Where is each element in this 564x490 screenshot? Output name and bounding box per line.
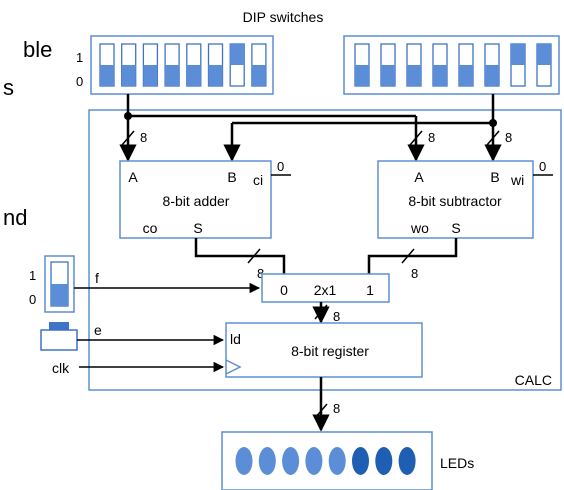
bus-junction-left (124, 112, 132, 120)
dip-left-switches (99, 43, 267, 87)
clipped-text-1: ble (23, 37, 52, 62)
bus-width-label-d: 8 (257, 266, 264, 281)
dip-switch-bank-right (343, 35, 560, 95)
dip-left-switch-5[interactable] (207, 43, 224, 87)
adder-s-label: S (193, 220, 202, 236)
dip-right-switch-lever-2 (407, 65, 421, 86)
dip-left-switch-2[interactable] (142, 43, 159, 87)
subtractor-wo-label: wo (410, 220, 429, 236)
adder-block (119, 160, 272, 239)
dip-switch-bank-left (90, 35, 274, 95)
dip-right-switch-5[interactable] (484, 43, 500, 87)
dip-left-switch-lever-6 (230, 44, 245, 65)
dip-left-switch-1[interactable] (121, 43, 137, 87)
input-buses (119, 94, 502, 162)
dip-left-switch-6[interactable] (229, 43, 245, 87)
adder-ci-label: ci (253, 172, 263, 188)
dip-right-switch-lever-3 (433, 65, 447, 86)
dip-left-switch-7[interactable] (251, 43, 267, 87)
clipped-text-3: nd (3, 205, 27, 230)
dip-right-switch-4[interactable] (458, 43, 474, 87)
dip-left-switch-lever-5 (208, 65, 223, 86)
adder-ci-value: 0 (277, 159, 284, 174)
subtractor-a-label: A (414, 169, 424, 185)
subtractor-block (377, 160, 534, 239)
dip-right-switch-3[interactable] (432, 43, 448, 87)
f-switch-one-label: 1 (29, 268, 36, 283)
adder-title: 8-bit adder (163, 193, 230, 209)
dip-right-switch-lever-1 (381, 65, 395, 86)
dip-right-switch-2[interactable] (406, 43, 422, 87)
f-switch-zero-label: 0 (29, 292, 36, 307)
dip-right-switch-lever-5 (485, 65, 499, 86)
clk-label: clk (52, 360, 70, 376)
subtractor-title: 8-bit subtractor (408, 193, 502, 209)
dip-switches-title: DIP switches (243, 9, 324, 25)
adder-co-label: co (143, 220, 158, 236)
e-push-button[interactable] (40, 329, 78, 351)
dip-right-switch-lever-4 (459, 65, 473, 86)
dip-right-switch-7[interactable] (536, 43, 552, 87)
subtractor-s-label: S (451, 220, 460, 236)
mux-in0-label: 0 (280, 282, 288, 298)
mux-block (261, 273, 390, 303)
dip-left-switch-lever-2 (143, 65, 158, 86)
led-6 (375, 447, 393, 475)
mux-input-buses (194, 238, 458, 274)
calc-box (88, 109, 562, 391)
subtractor-wi-value: 0 (539, 159, 546, 174)
mux-title: 2x1 (314, 282, 337, 298)
dip-left-switch-lever-7 (251, 65, 266, 86)
bus-width-label-g: 8 (333, 401, 340, 416)
dip-left-switch-0[interactable] (99, 43, 115, 87)
led-4 (328, 447, 346, 475)
dip-right-switch-0[interactable] (354, 43, 370, 87)
register-title: 8-bit register (291, 343, 369, 359)
mux-in1-label: 1 (366, 282, 374, 298)
subtractor-wi-label: wi (510, 172, 524, 188)
bus-width-label-e: 8 (411, 266, 418, 281)
clipped-text-2: s (3, 75, 14, 100)
dip-left-switch-lever-3 (165, 65, 180, 86)
bus-width-label-b: 8 (428, 130, 435, 145)
adder-a-label: A (128, 169, 138, 185)
led-5 (352, 447, 369, 475)
dip-right-switch-1[interactable] (380, 43, 396, 87)
adder-b-label: B (227, 169, 236, 185)
bus-junction-right (489, 119, 497, 127)
leds-label: LEDs (440, 455, 474, 471)
dip-left-switch-lever-0 (100, 65, 114, 86)
led-panel (221, 431, 433, 490)
dip-right-switch-lever-0 (355, 65, 369, 86)
register-clock-triangle (225, 359, 242, 375)
e-label: e (94, 322, 102, 338)
dip-left-switch-lever-1 (121, 65, 136, 86)
dip-level-zero-label: 0 (76, 74, 83, 89)
led-array (235, 447, 416, 475)
dip-right-switches (354, 43, 552, 87)
led-1 (258, 447, 276, 475)
dip-right-switch-6[interactable] (510, 43, 526, 87)
dip-right-switch-lever-6 (511, 44, 525, 65)
dip-left-switch-lever-4 (186, 65, 201, 86)
led-3 (305, 447, 323, 475)
dip-left-switch-3[interactable] (164, 43, 180, 87)
calc-label: CALC (515, 372, 552, 388)
register-block (225, 322, 423, 378)
bus-width-label-c: 8 (505, 130, 512, 145)
bus-width-label-a: 8 (140, 130, 147, 145)
dip-right-switch-lever-7 (537, 44, 551, 65)
subtractor-b-label: B (490, 169, 499, 185)
e-button-cap (49, 322, 69, 330)
f-label: f (95, 270, 99, 286)
led-7 (398, 447, 416, 475)
led-2 (282, 447, 300, 475)
dip-level-one-label: 1 (76, 50, 83, 65)
bus-width-label-f: 8 (333, 309, 340, 324)
dip-left-switch-4[interactable] (186, 43, 202, 87)
register-ld-label: ld (230, 331, 241, 347)
f-switch-fill (51, 284, 68, 306)
led-0 (235, 447, 253, 475)
